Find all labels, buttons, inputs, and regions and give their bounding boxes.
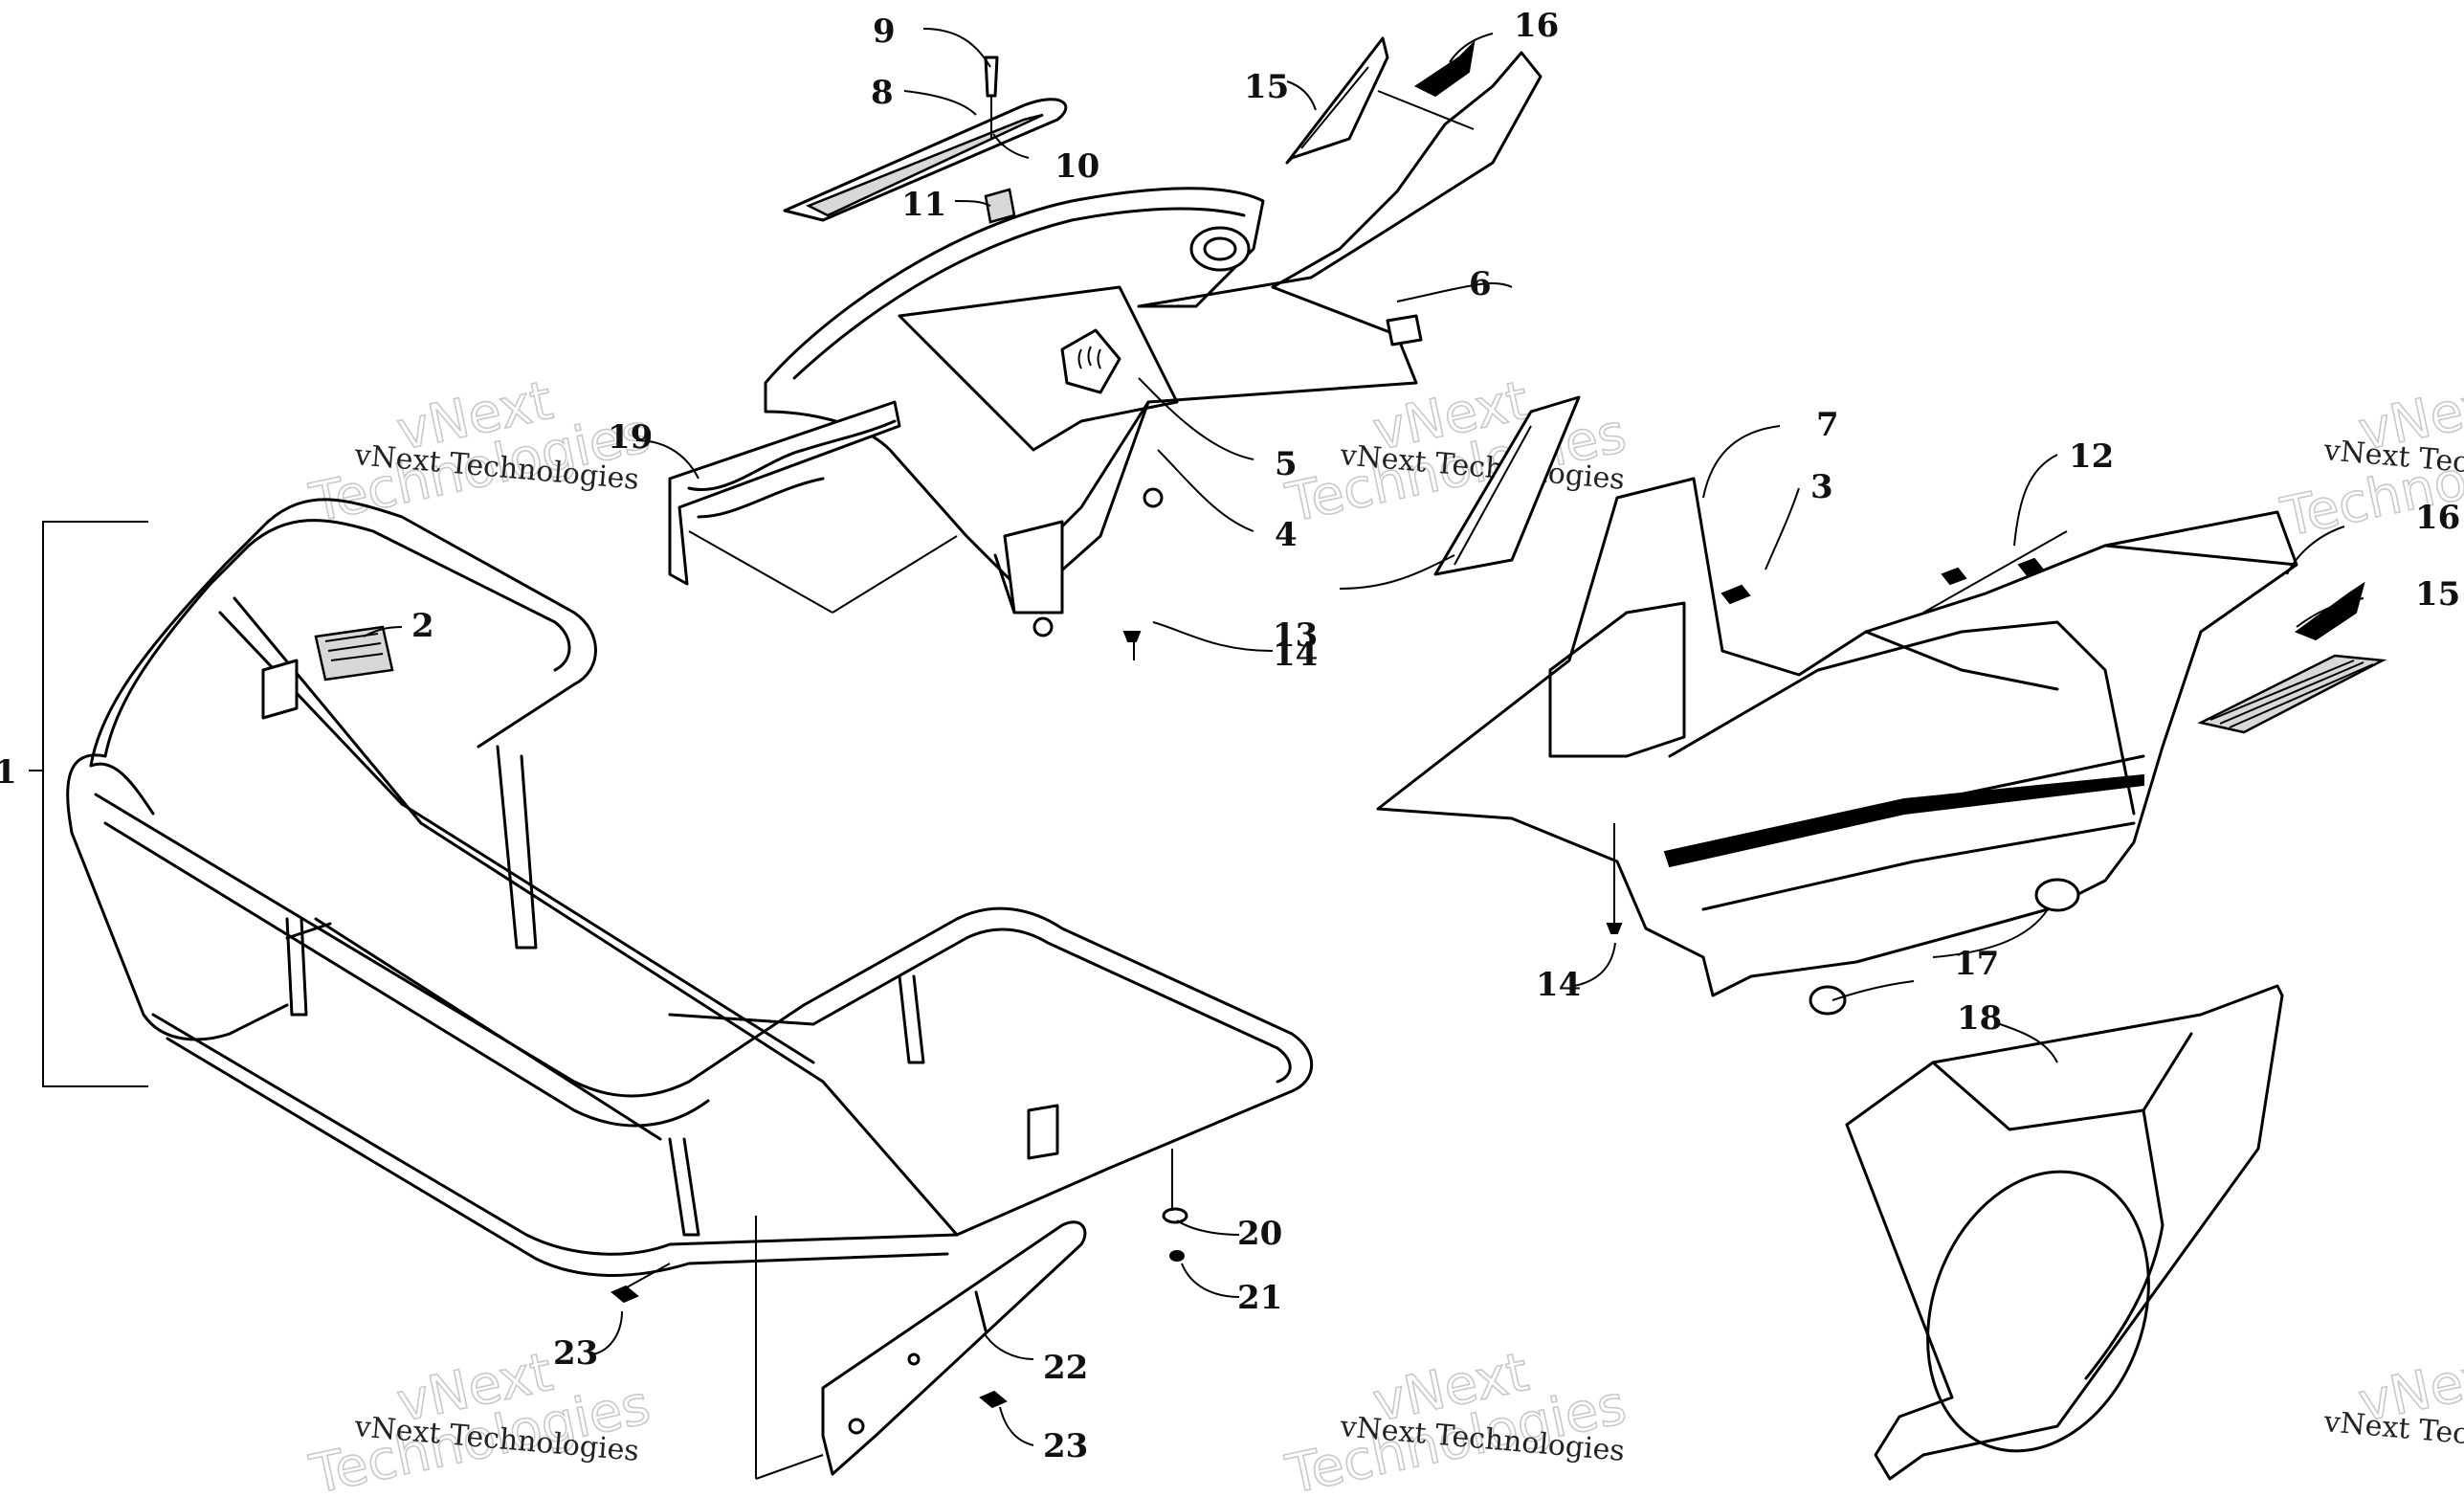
callout-22: 22 <box>1043 1349 1088 1387</box>
callout-2: 2 <box>411 607 434 645</box>
watermark-top-middle: vNext Technologies vNext Technologies <box>1280 369 1632 535</box>
bracket-1-line <box>42 521 148 1087</box>
callout-3: 3 <box>1810 468 1833 506</box>
callout-6: 6 <box>1469 265 1492 303</box>
callout-14-lower: 14 <box>1536 966 1581 1004</box>
side-cover <box>1845 984 2284 1481</box>
callout-15-right: 15 <box>2415 575 2460 614</box>
watermark-bottom-right: vNext vNext Tec <box>2321 1340 2464 1451</box>
callout-19: 19 <box>608 418 653 457</box>
callout-17: 17 <box>1954 945 1999 983</box>
callout-5: 5 <box>1275 445 1298 483</box>
callout-10: 10 <box>1054 147 1099 186</box>
callout-8: 8 <box>871 74 894 112</box>
callout-labels: 1 2 3 4 5 6 7 8 9 10 11 12 13 14 14 15 1… <box>0 7 2460 1465</box>
callout-9: 9 <box>873 12 896 51</box>
watermark-bottom-left: vNext Technologies vNext Technologies <box>304 1340 656 1498</box>
callout-14-upper: 14 <box>1273 636 1318 674</box>
callout-1: 1 <box>0 753 17 792</box>
callout-7: 7 <box>1816 406 1839 444</box>
leader-lines <box>363 28 2364 1446</box>
watermark-top-left: vNext Technologies vNext Technologies <box>304 369 656 535</box>
callout-12: 12 <box>2069 437 2114 476</box>
callout-13: 13 <box>1273 616 1318 655</box>
front-fender-assembly <box>668 36 1543 660</box>
callout-18: 18 <box>1957 999 2002 1038</box>
callout-21: 21 <box>1237 1279 1282 1317</box>
front-rack <box>29 498 1314 1277</box>
callout-11: 11 <box>901 186 946 224</box>
callout-20: 20 <box>1237 1215 1282 1253</box>
watermark-bottom-middle: vNext Technologies vNext Technologies <box>1280 1340 1632 1498</box>
side-body-panel <box>1376 395 2387 1016</box>
callout-16-upper: 16 <box>1514 7 1559 45</box>
callout-15-upper: 15 <box>1244 68 1289 106</box>
callout-23-left: 23 <box>553 1334 598 1373</box>
mount-bracket <box>610 1149 1188 1480</box>
callout-23-right: 23 <box>1043 1427 1088 1465</box>
callout-16-right: 16 <box>2415 499 2460 537</box>
callout-4: 4 <box>1275 516 1298 554</box>
